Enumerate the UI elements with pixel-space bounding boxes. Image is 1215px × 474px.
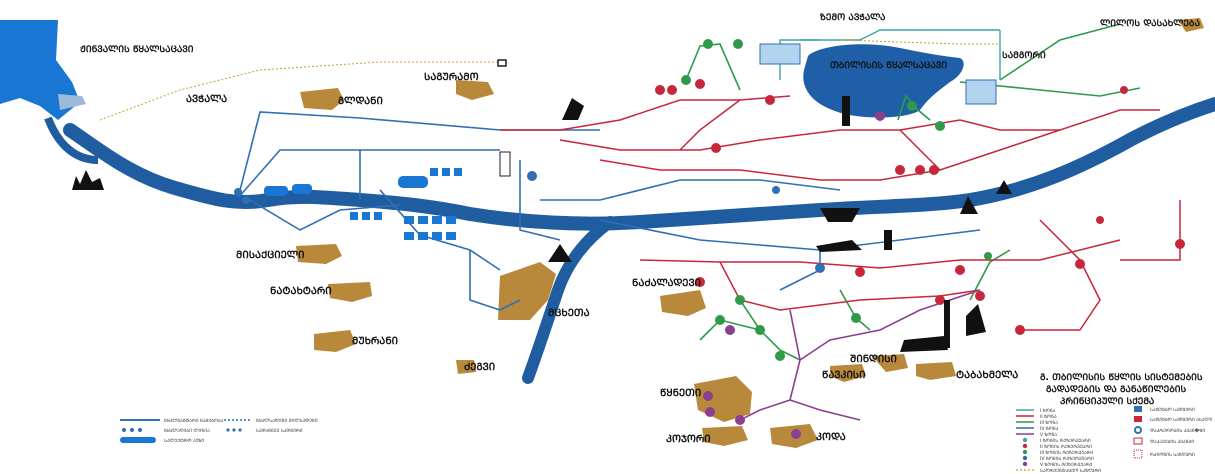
- legend-line-1: I ᲖᲝᲜᲐ: [1040, 408, 1056, 414]
- map-title-line-2: ᲒᲐᲓᲐᲓᲔᲑᲘᲡ ᲓᲐ ᲒᲐᲜᲐᲬᲘᲚᲔᲑᲘᲡ: [1046, 385, 1186, 395]
- legend-mid-2: ᲡᲐᲓᲐᲬᲜᲔᲔ ᲡᲐᲓᲒᲣᲠᲘ: [256, 428, 303, 434]
- label-tbilisi-sea: ᲗᲑᲘᲚᲘᲡᲘᲡ ᲬᲧᲐᲚᲡᲐᲪᲐᲕᲘ: [830, 61, 947, 71]
- label-koda: ᲙᲝᲓᲐ: [816, 432, 846, 443]
- legend-line-9: IV ᲖᲝᲜᲘᲡ ᲠᲔᲖᲔᲠᲕᲣᲐᲠᲘ: [1040, 456, 1094, 462]
- district-tabakhmela: [916, 362, 956, 380]
- legend-line-10: V ᲖᲝᲜᲘᲡ ᲠᲔᲖᲔᲠᲕᲣᲐᲠᲘ: [1040, 462, 1093, 468]
- legend-mid: ᲬᲧᲐᲚᲡᲐᲓᲔᲜᲘ ᲛᲘᲚᲡᲐᲓᲔᲜᲘ ᲡᲐᲓᲐᲬᲜᲔᲔ ᲡᲐᲓᲒᲣᲠᲘ: [224, 418, 318, 434]
- legend-line-3: III ᲖᲝᲜᲐ: [1040, 420, 1058, 426]
- label-mtskheta: ᲛᲪᲮᲔᲗᲐ: [548, 308, 590, 319]
- legend-line-7: II ᲖᲝᲜᲘᲡ ᲠᲔᲖᲔᲠᲕᲣᲐᲠᲘ: [1040, 444, 1092, 450]
- legend-line-6: I ᲖᲝᲜᲘᲡ ᲠᲔᲖᲔᲠᲕᲣᲐᲠᲘ: [1040, 438, 1091, 444]
- treatment-tanks: [264, 168, 462, 240]
- district-misaqtsieli: [296, 244, 342, 264]
- label-misaqtsieli: ᲛᲘᲡᲐᲥᲪᲘᲔᲚᲘ: [236, 250, 304, 261]
- legend-left-3: ᲡᲐᲚᲔᲥᲢᲠᲝ ᲐᲣᲖᲘ: [164, 438, 204, 444]
- district-mukhrani: [314, 330, 356, 352]
- label-mukhrani: ᲛᲣᲮᲠᲐᲜᲘ: [352, 336, 398, 347]
- legend-symbol-4: ᲓᲐᲙᲐᲕᲔᲑᲘᲡ ᲙᲕᲐᲜᲫᲘ: [1150, 439, 1194, 445]
- label-gldani: ᲒᲚᲓᲐᲜᲘ: [338, 96, 383, 107]
- legend-line-5: V ᲖᲝᲜᲐ: [1040, 432, 1057, 438]
- district-lilo: [1178, 18, 1204, 32]
- dam: [58, 94, 86, 110]
- district-tsavkisi: [830, 364, 866, 382]
- label-avchala: ᲐᲕᲭᲐᲚᲐ: [186, 94, 227, 105]
- legend-left: ᲬᲧᲐᲚᲒᲐᲛᲢᲐᲠᲘ ᲜᲐᲒᲔᲑᲝᲑᲐ ᲬᲧᲐᲚᲐᲦᲔᲑᲘ ᲚᲘᲜᲘᲐ ᲡᲐᲚ…: [120, 418, 224, 444]
- legend-symbol-1: ᲡᲐᲢᲣᲛᲑᲝ ᲡᲐᲓᲒᲣᲠᲘ: [1150, 407, 1195, 413]
- district-mtskheta: [498, 262, 556, 320]
- legend-left-1: ᲬᲧᲐᲚᲒᲐᲛᲢᲐᲠᲘ ᲜᲐᲒᲔᲑᲝᲑᲐ: [164, 418, 224, 424]
- pumping-stations: [499, 43, 997, 177]
- legend-symbol-5: ᲠᲐᲘᲝᲜᲘᲡ ᲡᲐᲖᲦᲕᲠᲘ: [1150, 452, 1195, 458]
- label-tsavkisi: ᲬᲐᲕᲙᲘᲡᲘ: [822, 370, 865, 381]
- map-title-line-1: Გ. ᲗᲑᲘᲚᲘᲡᲘᲡ ᲬᲧᲚᲘᲡ ᲡᲘᲡᲢᲔᲛᲔᲑᲘᲡ: [1040, 373, 1203, 383]
- district-nadzaladevi: [660, 290, 706, 316]
- marker-box: [497, 59, 507, 67]
- red-pipelines: [500, 95, 1181, 331]
- label-samgori: ᲡᲐᲛᲒᲝᲠᲘ: [1002, 51, 1046, 61]
- legend-left-2: ᲬᲧᲐᲚᲐᲦᲔᲑᲘ ᲚᲘᲜᲘᲐ: [164, 428, 210, 434]
- district-natakhtari: [328, 282, 372, 302]
- river-side-channel: [44, 116, 99, 164]
- legend-line-11: ᲡᲐᲝᲠᲘᲔᲜᲢᲐᲪᲘᲝ ᲡᲐᲖᲦᲕᲠᲘ: [1040, 468, 1101, 474]
- legend-line-2: II ᲖᲝᲜᲐ: [1040, 414, 1057, 420]
- legend-mid-1: ᲬᲧᲐᲚᲡᲐᲓᲔᲜᲘ ᲛᲘᲚᲡᲐᲓᲔᲜᲘ: [256, 418, 318, 424]
- green-nodes: [681, 39, 992, 361]
- label-shindisi: ᲨᲘᲜᲓᲘᲡᲘ: [850, 354, 897, 365]
- label-saguramo: ᲡᲐᲒᲣᲠᲐᲛᲝ: [424, 72, 479, 83]
- district-gldani: [300, 88, 344, 110]
- legend-line-8: III ᲖᲝᲜᲘᲡ ᲠᲔᲖᲔᲠᲕᲣᲐᲠᲘ: [1040, 450, 1093, 456]
- river-main: [63, 97, 1215, 231]
- red-nodes: [655, 79, 1185, 335]
- legend-right: I ᲖᲝᲜᲐ II ᲖᲝᲜᲐ III ᲖᲝᲜᲐ IV ᲖᲝᲜᲐ V ᲖᲝᲜᲐ I…: [1016, 406, 1212, 474]
- district-dzegvi: [456, 360, 476, 374]
- river-aragvi: [522, 216, 616, 384]
- label-top-left: ᲟᲘᲜᲕᲐᲚᲘᲡ ᲬᲧᲐᲚᲡᲐᲪᲐᲕᲘ: [80, 45, 194, 55]
- label-lilo: ᲚᲘᲚᲝᲡ ᲓᲐᲡᲐᲮᲚᲔᲑᲐ: [1100, 19, 1201, 29]
- label-kojori: ᲙᲝᲯᲝᲠᲘ: [666, 434, 711, 445]
- legend-symbol-2: ᲡᲐᲢᲣᲛᲑᲝ ᲡᲐᲓᲒᲣᲠᲘ ᲐᲮᲐᲚᲘ: [1150, 417, 1212, 423]
- district-kojori: [702, 426, 748, 446]
- map-title-line-3: ᲞᲠᲘᲜᲪᲘᲞᲣᲚᲘ ᲡᲥᲔᲛᲐ: [1060, 397, 1155, 407]
- label-dzegvi: ᲫᲔᲒᲕᲘ: [464, 362, 495, 373]
- blue-nodes: [234, 171, 825, 273]
- dotted-leaders: [99, 39, 1000, 121]
- label-nadzaladevi: ᲜᲐᲫᲐᲚᲐᲓᲔᲕᲘ: [632, 278, 701, 289]
- purple-nodes: [703, 111, 885, 439]
- legend-line-4: IV ᲖᲝᲜᲐ: [1040, 426, 1059, 432]
- label-tskneti: ᲬᲧᲜᲔᲗᲘ: [660, 388, 701, 399]
- label-tabakhmela: ᲢᲐᲑᲐᲮᲛᲔᲚᲐ: [956, 370, 1018, 381]
- label-north-reservoir: ᲖᲔᲛᲝ ᲐᲕᲭᲐᲚᲐ: [820, 13, 886, 23]
- district-shindisi: [872, 354, 908, 372]
- legend-symbol-3: ᲓᲐᲙᲠᲔᲠᲝᲑᲘᲡ ᲙᲕᲐᲜ�ซᲘ: [1150, 427, 1205, 434]
- label-natakhtari: ᲜᲐᲢᲐᲮᲢᲐᲠᲘ: [270, 286, 332, 297]
- district-tskneti: [694, 376, 752, 422]
- landmark-silhouettes: [72, 96, 1012, 352]
- tbilisi-sea-lake: [803, 44, 964, 118]
- district-samgori-top: [456, 80, 494, 100]
